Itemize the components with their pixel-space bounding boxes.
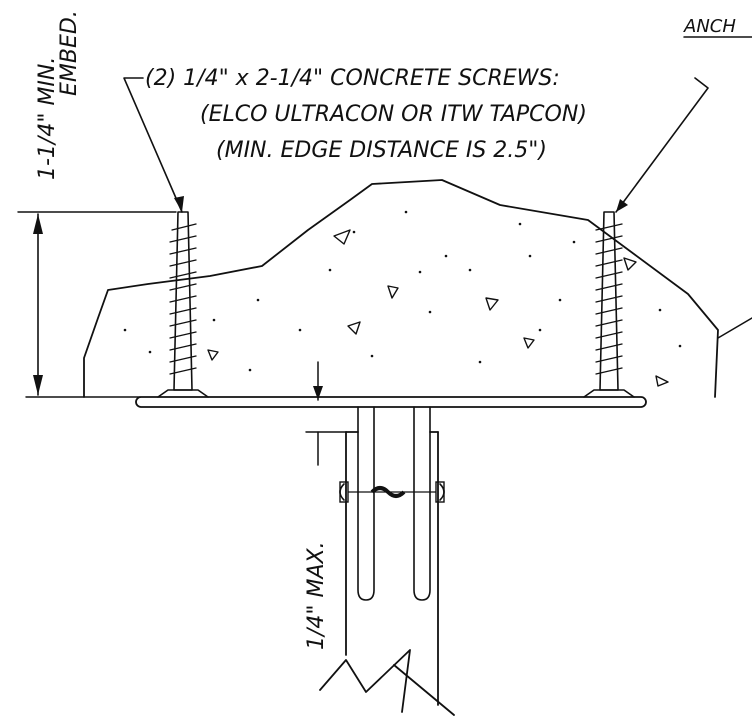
concrete-screw-right (583, 211, 635, 398)
concrete-aggregate-triangles (207, 229, 669, 387)
post-member (319, 431, 455, 716)
through-bolt (339, 481, 445, 503)
embed-dimension-line-2: EMBED. (57, 10, 82, 96)
embed-dimension-line (17, 211, 177, 398)
screw-callout-line-1: (2) 1/4" x 2-1/4" CONCRETE SCREWS: (145, 66, 560, 91)
anchor-plate (135, 396, 647, 408)
screw-callout-line-3: (MIN. EDGE DISTANCE IS 2.5") (216, 138, 547, 163)
concrete-substrate (83, 179, 719, 398)
gap-dimension-line (305, 361, 347, 466)
callout-leaders (123, 77, 709, 213)
concrete-aggregate (123, 210, 682, 372)
embed-dimension-line-1: 1-1/4" MIN. (35, 57, 60, 180)
gap-dimension-label: 1/4" MAX. (304, 541, 329, 650)
anchor-header-label: ANCH (683, 16, 736, 37)
concrete-screw-left (157, 211, 209, 398)
screw-callout-line-2: (ELCO ULTRACON OR ITW TAPCON) (200, 102, 587, 127)
u-bracket (357, 406, 431, 601)
